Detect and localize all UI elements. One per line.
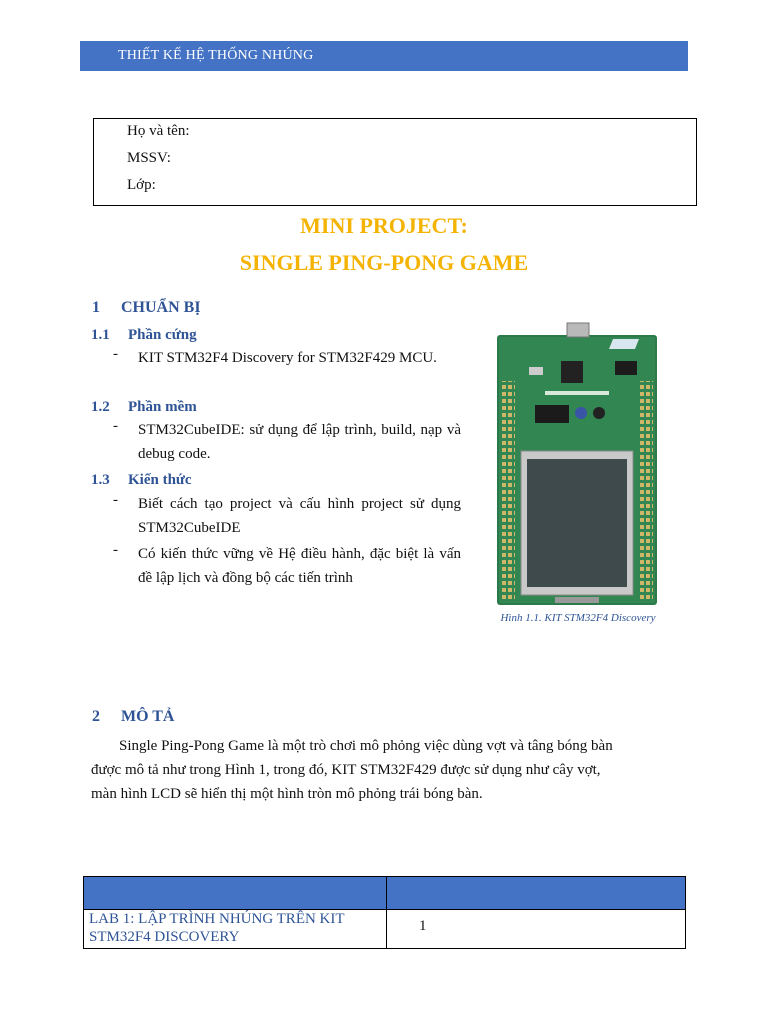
footer-page-number: 1 xyxy=(419,918,427,934)
mcu-chip xyxy=(535,405,569,423)
figure-caption: Hình 1.1. KIT STM32F4 Discovery xyxy=(500,612,656,624)
subsection-1-2-number: 1.2 xyxy=(91,399,110,415)
student-id-label: MSSV: xyxy=(127,150,171,166)
paragraph-line: được mô tả như trong Hình 1, trong đó, K… xyxy=(91,762,601,778)
bottom-connector xyxy=(555,597,599,603)
header-bar: THIẾT KẾ HỆ THỐNG NHÚNG xyxy=(80,41,688,71)
description-paragraph: Single Ping-Pong Game là một trò chơi mô… xyxy=(91,734,687,806)
crystal xyxy=(529,367,543,375)
bullet-dash: - xyxy=(113,542,118,558)
footer-lab-title: LAB 1: LẬP TRÌNH NHÚNG TRÊN KIT STM32F4 … xyxy=(89,911,345,945)
footer-table: LAB 1: LẬP TRÌNH NHÚNG TRÊN KIT STM32F4 … xyxy=(83,876,686,949)
bullet-text: STM32CubeIDE: sử dụng để lập trình, buil… xyxy=(138,422,461,462)
footer-column-divider xyxy=(386,877,387,948)
stm32f4-discovery-board-image xyxy=(497,322,657,605)
subsection-1-1-heading: 1.1 Phần cứng xyxy=(91,327,197,344)
bullet-text: Có kiến thức vững về Hệ điều hành, đặc b… xyxy=(138,546,461,586)
student-info-box: Họ và tên: MSSV: Lớp: xyxy=(93,118,697,206)
component-chip xyxy=(615,361,637,375)
bullet-text: KIT STM32F4 Discovery for STM32F429 MCU. xyxy=(138,350,437,366)
footer-divider xyxy=(84,909,685,910)
st-logo-icon xyxy=(609,339,639,349)
footer-header-row xyxy=(84,877,685,909)
section-2-title: MÔ TẢ xyxy=(121,708,175,725)
subsection-1-1-title: Phần cứng xyxy=(128,327,197,343)
subsection-1-2-heading: 1.2 Phần mềm xyxy=(91,399,197,416)
class-label: Lớp: xyxy=(127,177,156,193)
section-2-heading: 2 MÔ TẢ xyxy=(92,708,174,726)
bullet-dash: - xyxy=(113,418,118,434)
section-1-heading: 1 CHUẨN BỊ xyxy=(92,299,201,317)
section-1-title: CHUẨN BỊ xyxy=(121,299,201,316)
user-button xyxy=(575,407,587,419)
subsection-1-3-heading: 1.3 Kiến thức xyxy=(91,472,192,489)
bullet-dash: - xyxy=(113,346,118,362)
usb-connector xyxy=(566,322,590,338)
project-title-line1: MINI PROJECT: xyxy=(300,213,468,238)
name-label: Họ và tên: xyxy=(127,123,190,139)
subsection-1-3-title: Kiến thức xyxy=(128,472,192,488)
reset-button xyxy=(593,407,605,419)
paragraph-line: màn hình LCD sẽ hiển thị một hình tròn m… xyxy=(91,786,483,802)
project-title-line2: SINGLE PING-PONG GAME xyxy=(239,250,529,275)
section-2-number: 2 xyxy=(92,708,100,725)
board-label-strip xyxy=(545,391,609,395)
paragraph-line: Single Ping-Pong Game là một trò chơi mô… xyxy=(119,738,613,754)
section-1-number: 1 xyxy=(92,299,100,316)
stlink-chip xyxy=(561,361,583,383)
header-title: THIẾT KẾ HỆ THỐNG NHÚNG xyxy=(118,48,314,63)
subsection-1-1-number: 1.1 xyxy=(91,327,110,343)
pin-header-left xyxy=(501,381,515,599)
subsection-1-3-number: 1.3 xyxy=(91,472,110,488)
subsection-1-2-title: Phần mềm xyxy=(128,399,197,415)
bullet-dash: - xyxy=(113,492,118,508)
lcd-screen xyxy=(527,459,627,587)
pin-header-right xyxy=(639,381,653,599)
bullet-text: Biết cách tạo project và cấu hình projec… xyxy=(138,496,461,536)
